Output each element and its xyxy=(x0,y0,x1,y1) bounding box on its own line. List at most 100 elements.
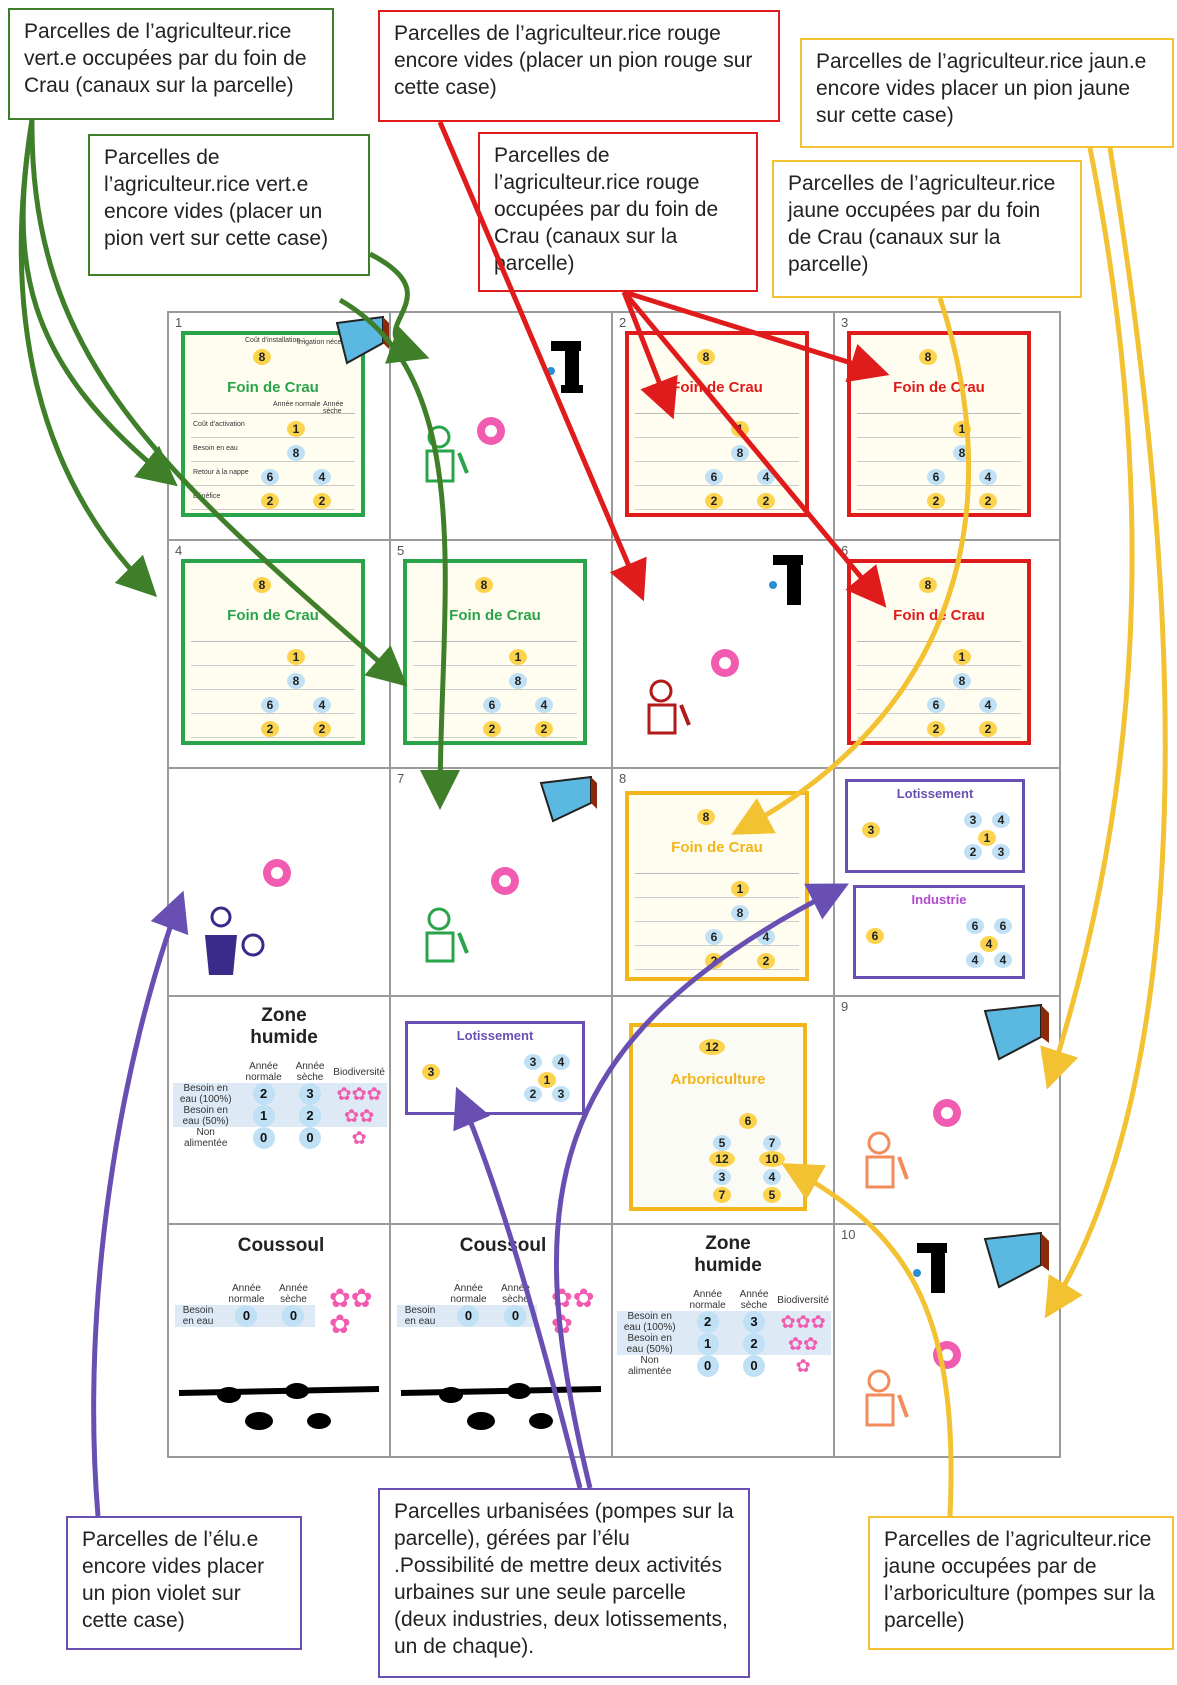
cell-9[interactable]: 9 xyxy=(833,995,1061,1225)
arrow-yellow xyxy=(1044,147,1168,1319)
flower-icon xyxy=(933,1099,961,1127)
benefit-normal-value: 2 xyxy=(927,493,945,509)
value: 3 xyxy=(743,1311,766,1333)
cell-3[interactable]: 3 8 Foin de Crau 1 8 6 4 2 2 xyxy=(833,311,1061,541)
yellow-farmer-icon xyxy=(865,1369,909,1427)
yellow-farmer-icon xyxy=(865,1131,909,1189)
canal-icon xyxy=(983,1003,1049,1061)
value: 10 xyxy=(759,1151,785,1167)
hay-card: 8 Foin de Crau 1 8 6 4 2 2 xyxy=(847,559,1031,745)
value: 4 xyxy=(980,936,998,952)
flower-icon xyxy=(477,417,505,445)
value: 3 xyxy=(552,1086,570,1102)
return-normal-value: 6 xyxy=(483,697,501,713)
cell-4[interactable]: 4 8 Foin de Crau 1 8 6 4 2 2 xyxy=(167,539,391,769)
value: 1 xyxy=(252,1105,275,1127)
cell-number: 4 xyxy=(175,543,183,558)
col-header: Biodiversité xyxy=(777,1294,829,1306)
cell-7[interactable]: 7 xyxy=(389,767,613,997)
value: 0 xyxy=(252,1127,275,1149)
cell-urban-lotissement[interactable]: Lotissement 3 3 4 1 2 3 xyxy=(389,995,613,1225)
cost-badge: 8 xyxy=(919,577,937,593)
cell-8[interactable]: 8 8 Foin de Crau 1 8 6 4 2 2 xyxy=(611,767,835,997)
activation-value: 1 xyxy=(953,649,971,665)
value: 0 xyxy=(299,1127,322,1149)
green-farmer-icon xyxy=(425,907,469,963)
cost-badge: 8 xyxy=(253,577,271,593)
row-label: Non alimentée xyxy=(184,1127,228,1149)
cell-arboriculture[interactable]: 12 Arboriculture 6 5 7 12 10 3 4 7 5 xyxy=(611,995,835,1225)
return-dry-value: 4 xyxy=(535,697,553,713)
callout-yellow-hay: Parcelles de l’agriculteur.rice jaune oc… xyxy=(772,160,1082,298)
canal-icon xyxy=(539,775,597,823)
water-value: 8 xyxy=(731,905,749,921)
value: 4 xyxy=(552,1054,570,1070)
cell-10[interactable]: 10 xyxy=(833,1223,1061,1458)
cell-empty-green[interactable] xyxy=(389,311,613,541)
return-dry-value: 4 xyxy=(313,697,331,713)
activation-value: 1 xyxy=(287,649,305,665)
cell-6[interactable]: 6 8 Foin de Crau 1 8 6 4 2 2 xyxy=(833,539,1061,769)
pump-icon xyxy=(547,341,583,393)
hay-card: 8 Foin de Crau 1 8 6 4 2 2 xyxy=(847,331,1031,517)
value: 5 xyxy=(713,1135,731,1151)
value: 4 xyxy=(966,952,984,968)
zone-title: Zone humide xyxy=(250,1005,318,1048)
col-header: Année normale xyxy=(689,1289,726,1311)
cost-badge: 8 xyxy=(919,349,937,365)
urban-title: Industrie xyxy=(911,892,967,907)
return-dry-value: 4 xyxy=(757,929,775,945)
canal-icon xyxy=(335,315,389,365)
return-normal-value: 6 xyxy=(261,697,279,713)
cell-2[interactable]: 2 8 Foin de Crau 1 8 6 4 2 2 xyxy=(611,311,835,541)
card-title: Foin de Crau xyxy=(893,379,985,396)
value: 0 xyxy=(282,1305,305,1327)
return-dry-value: 4 xyxy=(979,697,997,713)
value: 3 xyxy=(964,812,982,828)
row-label: Besoin en eau (50%) xyxy=(182,1105,229,1127)
value: 6 xyxy=(739,1113,757,1129)
cell-empty-elu[interactable] xyxy=(167,767,391,997)
elu-icon xyxy=(205,906,265,975)
zone-title: Coussoul xyxy=(237,1235,325,1256)
water-value: 8 xyxy=(287,673,305,689)
benefit-normal-value: 2 xyxy=(705,493,723,509)
hay-card: 8 Foin de Crau 1 8 6 4 2 2 xyxy=(181,559,365,745)
card-title: Foin de Crau xyxy=(893,607,985,624)
hay-card: 8 Foin de Crau 1 8 6 4 2 2 xyxy=(625,791,809,981)
value: 2 xyxy=(252,1083,275,1105)
urban-title: Lotissement xyxy=(456,1028,534,1043)
return-dry-value: 4 xyxy=(757,469,775,485)
canal-icon xyxy=(983,1231,1049,1289)
return-normal-value: 6 xyxy=(927,697,945,713)
value: 3 xyxy=(992,844,1010,860)
cell-number: 9 xyxy=(841,999,849,1014)
grass-icon xyxy=(178,1383,380,1430)
cell-urban-double[interactable]: Lotissement 3 3 4 1 2 3 Industrie 6 6 6 … xyxy=(833,767,1061,997)
cost-badge: 3 xyxy=(862,822,880,838)
cost-badge: 8 xyxy=(697,809,715,825)
cost-badge: 12 xyxy=(699,1039,725,1055)
cell-1[interactable]: 1 Coût d’installation : 8 Irrigation néc… xyxy=(167,311,391,541)
callout-green-hay: Parcelles de l’agriculteur.rice vert.e o… xyxy=(8,8,334,120)
hay-card: 8 Foin de Crau 1 8 6 4 2 2 xyxy=(403,559,587,745)
cell-empty-red[interactable] xyxy=(611,539,835,769)
value: 1 xyxy=(696,1333,719,1355)
callout-yellow-arbo: Parcelles de l’agriculteur.rice jaune oc… xyxy=(868,1516,1174,1650)
value: 3 xyxy=(713,1169,731,1185)
cell-5[interactable]: 5 8 Foin de Crau 1 8 6 4 2 2 xyxy=(389,539,613,769)
cell-number: 8 xyxy=(619,771,627,786)
activation-value: 1 xyxy=(731,881,749,897)
lotissement-card: Lotissement 3 3 4 1 2 3 xyxy=(405,1021,585,1115)
water-value: 8 xyxy=(731,445,749,461)
activation-value: 1 xyxy=(509,649,527,665)
arbo-card: 12 Arboriculture 6 5 7 12 10 3 4 7 5 xyxy=(629,1023,807,1211)
industrie-card: Industrie 6 6 6 4 4 4 xyxy=(853,885,1025,979)
benefit-dry-value: 2 xyxy=(979,721,997,737)
